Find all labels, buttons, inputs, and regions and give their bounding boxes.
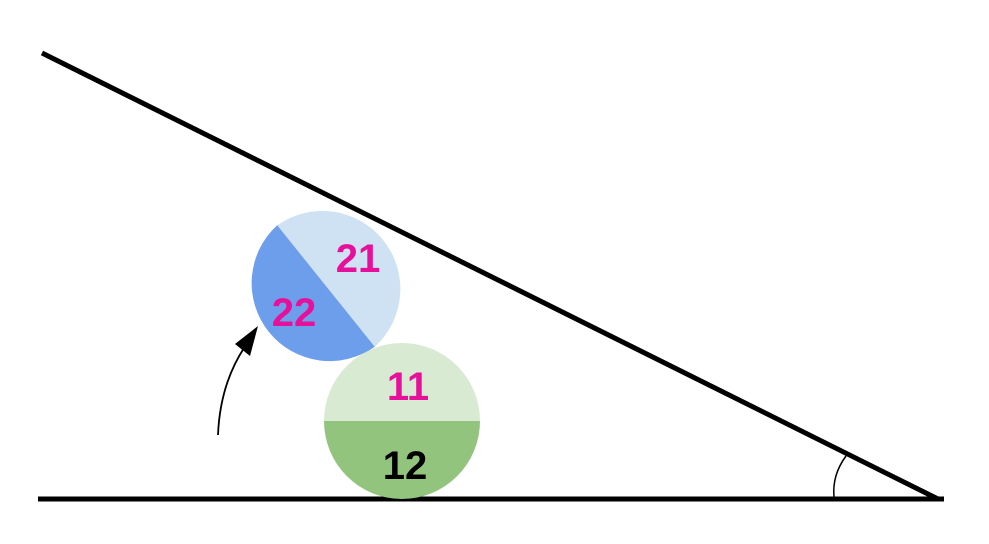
curved-arrow-icon <box>217 326 258 436</box>
disk-2-upper-label: 21 <box>336 237 381 281</box>
disk-2-lower-half <box>251 225 375 362</box>
disk-1-bottom-half <box>324 421 480 499</box>
incline-line <box>40 50 940 502</box>
disk-1-bottom-label: 12 <box>383 444 428 488</box>
disk-2-upper-half <box>277 210 401 347</box>
disk-2-lower-label: 22 <box>272 291 317 335</box>
disk-1: 11 12 <box>324 343 480 499</box>
disk-1-top-half <box>324 343 480 421</box>
angle-arc-icon <box>833 455 847 498</box>
disk-1-top-label: 11 <box>387 365 429 409</box>
disk-2: 21 22 <box>251 210 401 362</box>
